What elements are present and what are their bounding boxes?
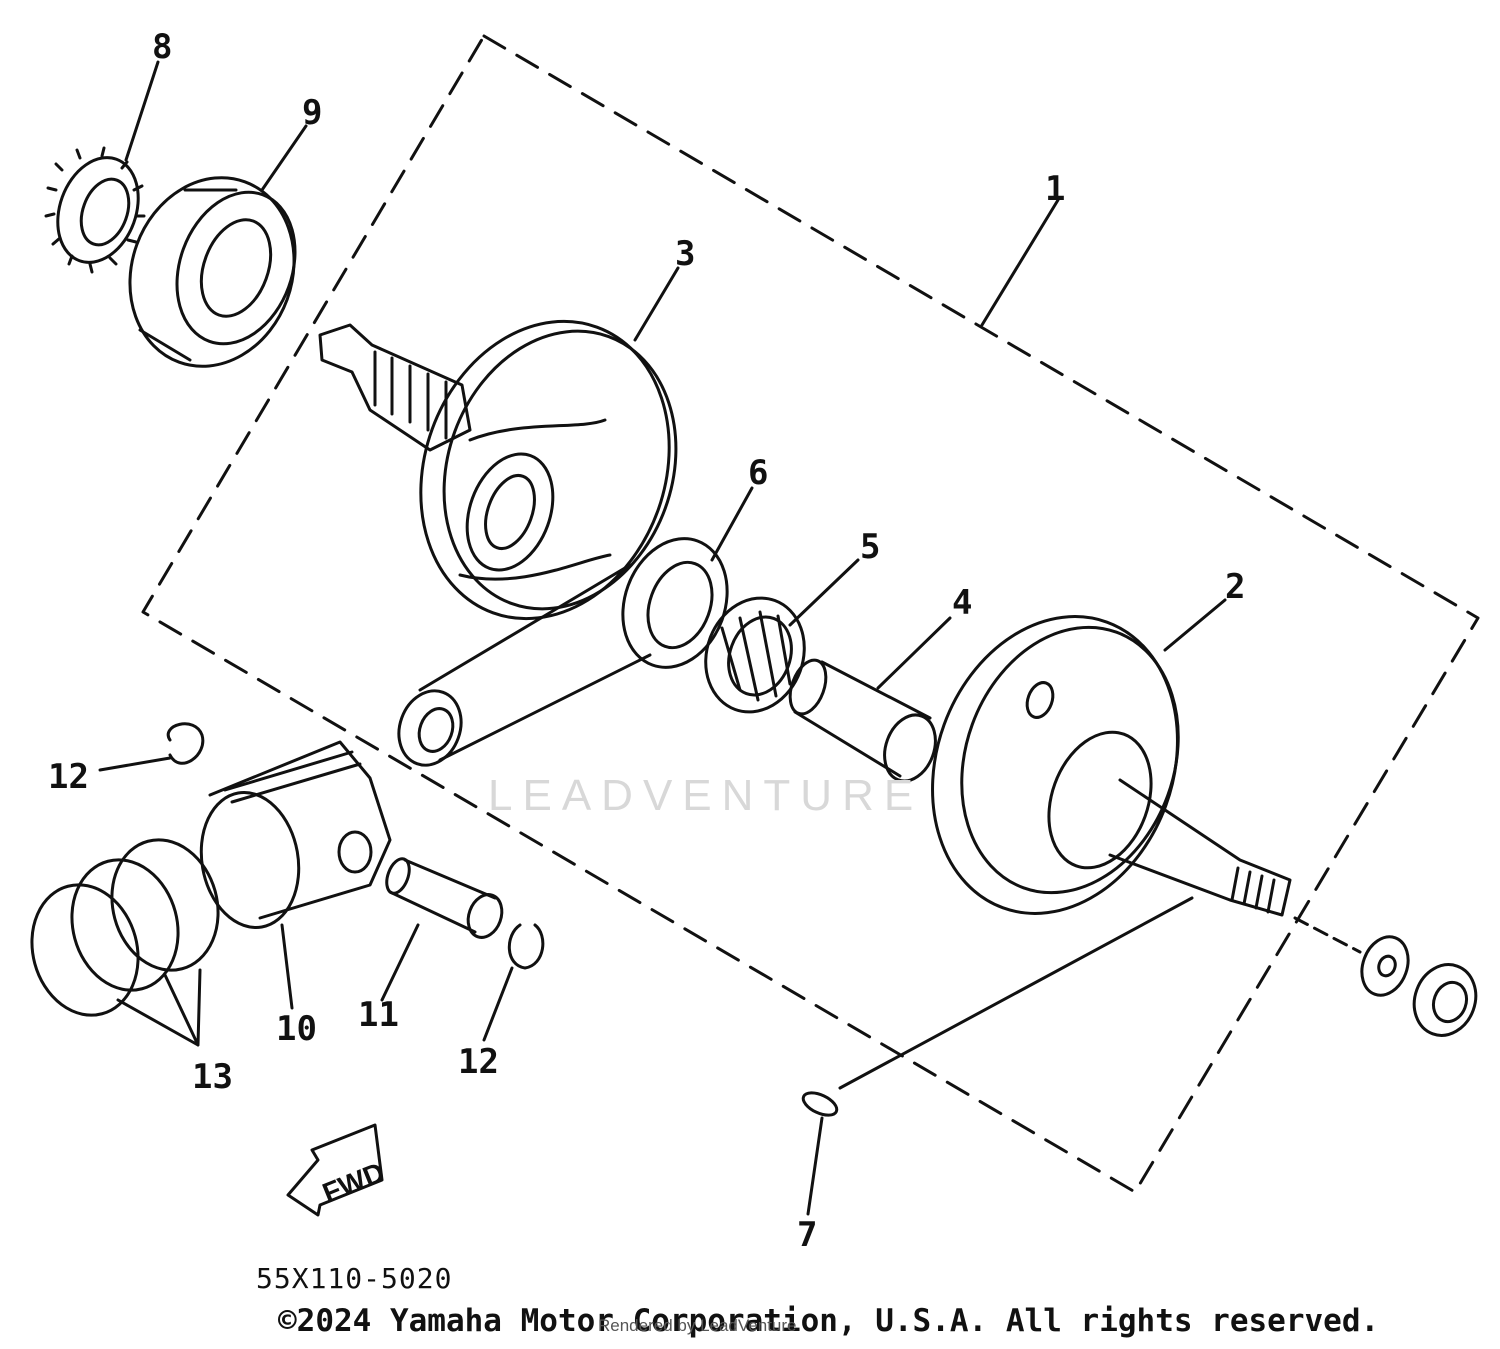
callout-12-lower[interactable]: 12 [458,1042,499,1082]
needle-bearing-part [704,596,806,714]
gear-part [44,146,146,274]
leader-line-1 [980,198,1060,327]
leader-line-11 [380,923,420,1002]
leader-line-5 [788,558,860,627]
washer-part [1360,935,1410,997]
copyright-notice: ©2024 Yamaha Motor Corporation, U.S.A. A… [278,1303,1380,1339]
rendered-by-label: Rendered by LeadVenture [598,1316,797,1335]
leader-line-12b [482,966,514,1042]
leader-line-3 [633,266,680,342]
fwd-label: FWD [318,1156,389,1209]
callout-9[interactable]: 9 [302,93,322,133]
leader-line-8 [124,60,160,162]
callout-13[interactable]: 13 [192,1057,233,1097]
nut-part [1412,963,1478,1037]
leader-line-10 [280,923,294,1010]
circlip-part-upper [166,722,205,765]
callout-10[interactable]: 10 [276,1009,317,1049]
leader-line-13 [116,968,202,1047]
crank-left-part [318,319,678,621]
diagram-code: 55X110-5020 [256,1262,453,1295]
callout-5[interactable]: 5 [860,527,880,567]
callout-12-upper[interactable]: 12 [48,757,89,797]
assembly-boundary [141,34,1480,1194]
leader-line-9 [260,124,308,192]
leader-line-2 [1163,598,1227,652]
connecting-rod-part [397,537,729,767]
piston-part [199,740,392,929]
callout-6[interactable]: 6 [748,453,768,493]
watermark-text: LEADVENTURE [488,771,923,820]
fwd-arrow-icon: FWD [286,1123,389,1217]
callout-11[interactable]: 11 [358,995,399,1035]
piston-rings-part [30,838,220,1017]
axis-line [1293,916,1362,954]
bearing-part [128,176,297,368]
callout-7[interactable]: 7 [797,1215,817,1255]
callout-8[interactable]: 8 [152,27,172,67]
crank-pin-part [788,658,937,783]
callout-2[interactable]: 2 [1225,567,1245,607]
leader-line-12a [98,756,172,772]
leader-line-6 [710,486,754,562]
callout-4[interactable]: 4 [952,583,972,623]
crank-right-part [931,615,1292,917]
circlip-part-lower [507,923,545,970]
leader-line-4 [876,616,952,690]
piston-pin-part [385,857,504,939]
callout-3[interactable]: 3 [675,234,695,274]
callout-1[interactable]: 1 [1045,169,1065,209]
leader-line-7 [806,896,1194,1216]
woodruff-key-part [801,1091,839,1117]
